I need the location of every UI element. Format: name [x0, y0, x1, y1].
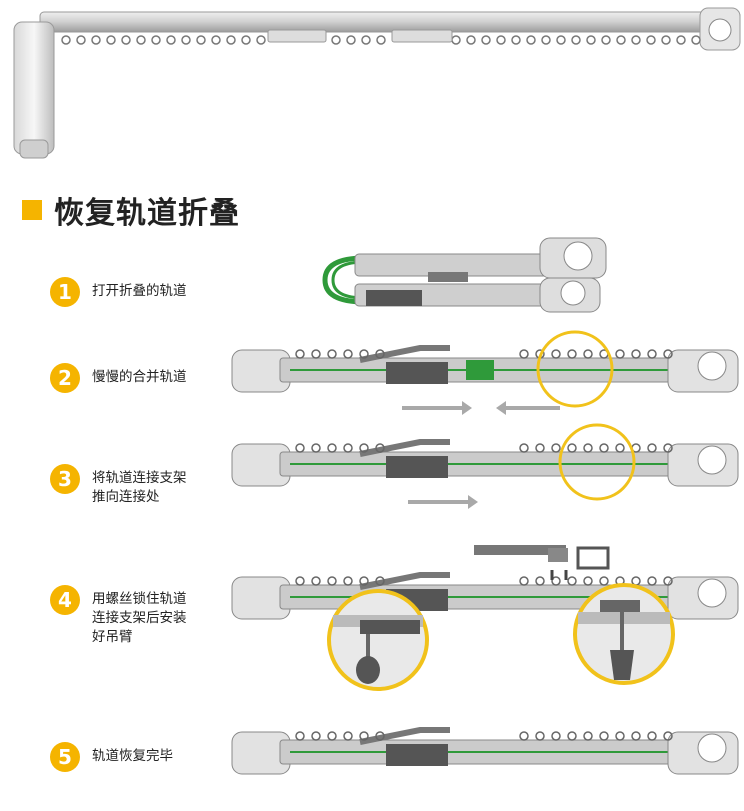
step-text-line: 用螺丝锁住轨道 — [92, 591, 187, 607]
step-number-badge: 1 — [50, 277, 80, 307]
step-text: 慢慢的合并轨道 — [92, 363, 187, 387]
step-2: 2 慢慢的合并轨道 — [50, 363, 187, 393]
step-text: 用螺丝锁住轨道 连接支架后安装 好吊臂 — [92, 585, 187, 647]
step-text: 轨道恢复完毕 — [92, 742, 173, 766]
step3-rail — [231, 439, 739, 487]
step2-rail — [231, 345, 739, 393]
step-4: 4 用螺丝锁住轨道 连接支架后安装 好吊臂 — [50, 585, 187, 647]
step3-arrow — [408, 423, 636, 509]
step-text-line: 连接支架后安装 — [92, 610, 187, 626]
step-text-line: 推向连接处 — [92, 489, 160, 505]
step1-folded-track — [322, 237, 607, 313]
step4-details — [327, 545, 675, 691]
step-number-badge: 5 — [50, 742, 80, 772]
hero-curtain-track-illustration — [13, 7, 741, 159]
step5-rail — [231, 727, 739, 775]
step-text-line: 好吊臂 — [92, 629, 133, 645]
step-number-badge: 4 — [50, 585, 80, 615]
section-header: 恢复轨道折叠 — [22, 188, 240, 232]
motor-icon — [13, 21, 55, 159]
step-number-badge: 2 — [50, 363, 80, 393]
step-number-badge: 3 — [50, 464, 80, 494]
step-1: 1 打开折叠的轨道 — [50, 277, 187, 307]
screw-icon — [550, 570, 568, 580]
step-text: 打开折叠的轨道 — [92, 277, 187, 301]
step2-arrows — [402, 330, 614, 415]
section-square-icon — [22, 200, 42, 220]
step-text-line: 打开折叠的轨道 — [92, 283, 187, 299]
step-5: 5 轨道恢复完毕 — [50, 742, 173, 772]
step-text-line: 将轨道连接支架 — [92, 470, 187, 486]
step-text-line: 慢慢的合并轨道 — [92, 369, 187, 385]
step-text-line: 轨道恢复完毕 — [92, 748, 173, 764]
step-3: 3 将轨道连接支架 推向连接处 — [50, 464, 187, 507]
step-text: 将轨道连接支架 推向连接处 — [92, 464, 187, 507]
section-title: 恢复轨道折叠 — [54, 196, 240, 231]
